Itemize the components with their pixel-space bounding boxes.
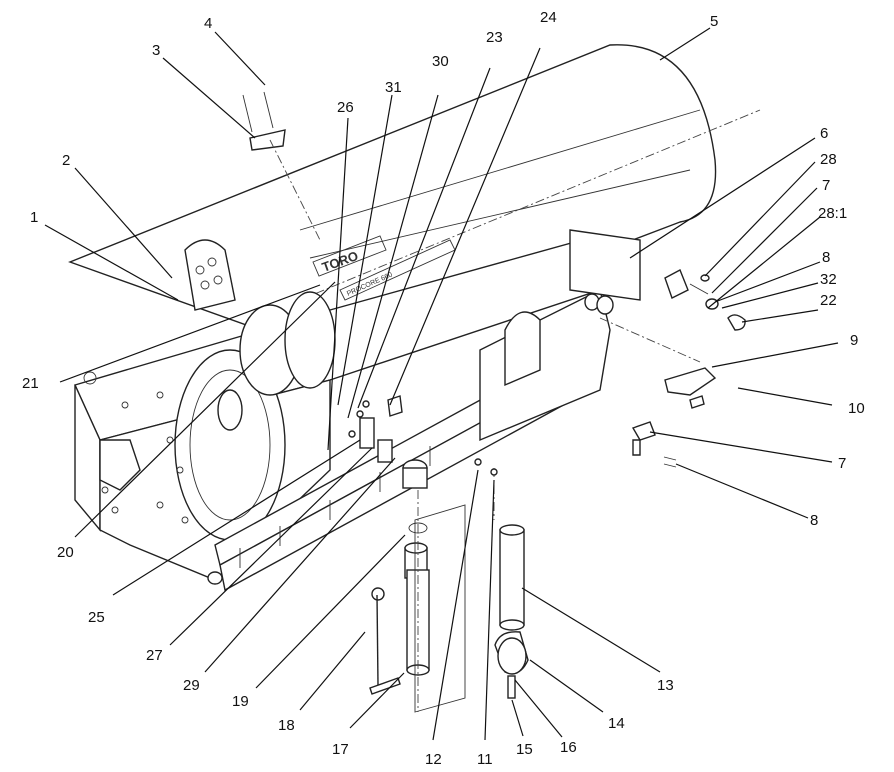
callout-20: 20 [57, 544, 74, 561]
callout-13: 13 [657, 677, 674, 694]
callout-27: 27 [146, 647, 163, 664]
callout-28: 28 [820, 151, 837, 168]
callout-24: 24 [540, 9, 557, 26]
callout-labels: 1 2 3 4 5 6 7 7 8 8 9 10 11 12 13 14 15 … [22, 9, 865, 768]
callout-25: 25 [88, 609, 105, 626]
callout-6: 6 [820, 125, 828, 142]
callout-3: 3 [152, 42, 160, 59]
callout-15: 15 [516, 741, 533, 758]
callout-26: 26 [337, 99, 354, 116]
callout-17: 17 [332, 741, 349, 758]
caster-assembly [402, 458, 529, 713]
callout-8-upper: 8 [822, 249, 830, 266]
callout-18: 18 [278, 717, 295, 734]
callout-7-lower: 7 [838, 455, 846, 472]
callout-32: 32 [820, 271, 837, 288]
callout-5: 5 [710, 13, 718, 30]
callout-10: 10 [848, 400, 865, 417]
lift-pin [369, 587, 401, 695]
callout-1: 1 [30, 209, 38, 226]
leader-lines [44, 27, 839, 741]
hinge-bracket [242, 91, 321, 241]
callout-19: 19 [232, 693, 249, 710]
callout-29: 29 [183, 677, 200, 694]
callout-11: 11 [477, 751, 493, 768]
callout-8-lower: 8 [810, 512, 818, 529]
callout-12: 12 [425, 751, 442, 768]
callout-9: 9 [850, 332, 858, 349]
callout-21: 21 [22, 375, 39, 392]
callout-14: 14 [608, 715, 625, 732]
callout-23: 23 [486, 29, 503, 46]
callout-16: 16 [560, 739, 577, 756]
latch-hardware [599, 269, 746, 468]
callout-30: 30 [432, 53, 449, 70]
callout-7-upper: 7 [822, 177, 830, 194]
drum-housing: TORO PROCORE 660 [68, 44, 761, 356]
callout-4: 4 [204, 15, 212, 32]
callout-28-1: 28:1 [818, 205, 847, 222]
callout-2: 2 [62, 152, 70, 169]
callout-22: 22 [820, 292, 837, 309]
callout-31: 31 [385, 79, 402, 96]
